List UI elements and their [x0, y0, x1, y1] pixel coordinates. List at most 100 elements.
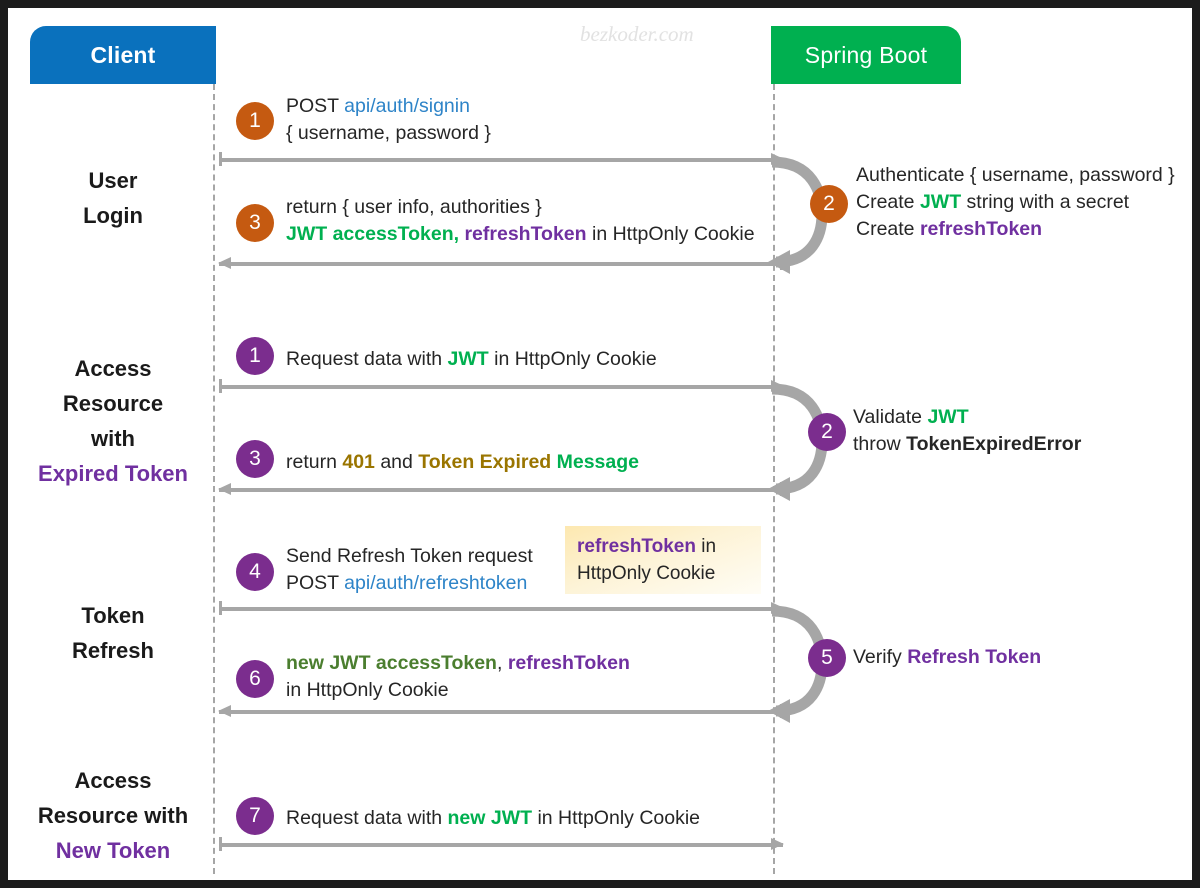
- step-badge-1-request-data[interactable]: 1: [236, 337, 274, 375]
- callout-refresh-token: refreshToken: [577, 536, 696, 557]
- message-post-signin-method: POST: [286, 95, 345, 117]
- step-badge-3-return-401-num: 3: [249, 447, 261, 470]
- actor-spring-boot[interactable]: Spring Boot: [771, 26, 961, 84]
- phase-refresh-line1: Token: [81, 603, 145, 628]
- step-badge-1-signin[interactable]: 1: [236, 102, 274, 140]
- arrow-server-to-client-new-tokens: [218, 704, 783, 718]
- message-request-new-prefix: Request data with: [286, 807, 448, 829]
- lifeline-spring-boot: [773, 84, 775, 874]
- arrow-shaft: [219, 607, 783, 611]
- message-verify-refresh-target: Refresh Token: [907, 646, 1042, 668]
- lifeline-client: [213, 84, 215, 874]
- message-post-signin: POST api/auth/signin { username, passwor…: [286, 93, 491, 147]
- arrow-client-to-server-refresh: [219, 601, 784, 615]
- message-return-401: return 401 and Token Expired Message: [286, 449, 639, 476]
- message-request-new-jwt-token: new JWT: [447, 807, 533, 829]
- actor-client[interactable]: Client: [30, 26, 216, 84]
- message-login-cookie: in HttpOnly Cookie: [586, 223, 755, 245]
- phase-new-line2: Resource with: [37, 803, 189, 828]
- watermark-bezkoder: bezkoder.com: [580, 22, 694, 46]
- step-badge-2-validate-jwt[interactable]: 2: [808, 413, 846, 451]
- arrow-shaft: [219, 158, 783, 162]
- step-badge-1-request-data-num: 1: [249, 344, 261, 367]
- arrow-server-to-client-login: [218, 256, 783, 270]
- step-badge-3-login-return[interactable]: 3: [236, 204, 274, 242]
- message-authenticate: Authenticate { username, password } Crea…: [856, 162, 1175, 243]
- message-validate-prefix: Validate: [853, 406, 928, 428]
- message-new-tokens-line1: new JWT accessToken, refreshToken: [286, 650, 630, 677]
- message-send-refresh-line1: Send Refresh Token request: [286, 545, 533, 567]
- message-refresh-url: api/auth/refreshtoken: [344, 572, 528, 594]
- message-throw-prefix: throw: [853, 433, 907, 455]
- message-request-new-suffix: in HttpOnly Cookie: [532, 807, 701, 829]
- actor-spring-boot-label: Spring Boot: [804, 41, 928, 68]
- message-create-jwt-suffix: string with a secret: [961, 191, 1130, 213]
- message-login-access-token: JWT accessToken,: [286, 223, 460, 245]
- message-verify-prefix: Verify: [853, 646, 908, 668]
- arrow-shaft: [219, 710, 783, 714]
- message-create-jwt-token: JWT: [919, 191, 962, 213]
- callout-line1: refreshToken in: [577, 533, 761, 560]
- callout-refresh-token-cookie: refreshToken in HttpOnly Cookie: [565, 526, 761, 594]
- callout-line2: HttpOnly Cookie: [577, 563, 716, 584]
- message-request-data-jwt: Request data with JWT in HttpOnly Cookie: [286, 346, 657, 373]
- arrow-client-to-server-signin: [219, 152, 784, 166]
- arrow-shaft: [219, 843, 783, 847]
- phase-expired-line4: Expired Token: [38, 461, 188, 486]
- message-request-data-new-jwt: Request data with new JWT in HttpOnly Co…: [286, 805, 700, 832]
- phase-new-line1: Access: [74, 768, 152, 793]
- message-create-refresh-token: refreshToken: [919, 218, 1043, 240]
- message-create-refresh-prefix: Create: [856, 218, 920, 240]
- phase-refresh-line2: Refresh: [72, 638, 154, 663]
- step-badge-5-verify-refresh[interactable]: 5: [808, 639, 846, 677]
- message-new-refresh-token: refreshToken: [507, 652, 630, 674]
- step-badge-2-authenticate-num: 2: [823, 192, 835, 215]
- message-login-refresh-token: refreshToken: [459, 223, 587, 245]
- step-badge-3-return-401[interactable]: 3: [236, 440, 274, 478]
- message-new-tokens: new JWT accessToken, refreshToken in Htt…: [286, 650, 630, 704]
- step-badge-6-new-tokens-num: 6: [249, 667, 261, 690]
- arrow-shaft: [219, 488, 783, 492]
- message-expired-message-word: Message: [551, 451, 640, 473]
- arrow-shaft: [219, 262, 783, 266]
- message-status-401: 401: [342, 451, 375, 473]
- phase-expired-line1: Access: [74, 356, 152, 381]
- step-badge-4-refresh-request[interactable]: 4: [236, 553, 274, 591]
- phase-expired-line2: Resource: [62, 391, 164, 416]
- message-authenticate-line3: Create refreshToken: [856, 216, 1175, 243]
- callout-in: in: [695, 536, 717, 557]
- message-verify-refresh-token: Verify Refresh Token: [853, 644, 1041, 671]
- message-return-401-line1: return 401 and Token Expired Message: [286, 449, 639, 476]
- step-badge-1-signin-num: 1: [249, 109, 261, 132]
- step-badge-7-request-new-jwt[interactable]: 7: [236, 797, 274, 835]
- phase-label-access-expired-token: Access Resource with Expired Token: [13, 351, 213, 491]
- message-post-signin-line1: POST api/auth/signin: [286, 93, 491, 120]
- phase-label-access-new-token: Access Resource with New Token: [13, 763, 213, 868]
- message-login-return-line2: JWT accessToken, refreshToken in HttpOnl…: [286, 221, 755, 248]
- message-post-signin-url: api/auth/signin: [344, 95, 470, 117]
- phase-new-line4: New Token: [55, 838, 171, 863]
- actor-client-label: Client: [90, 41, 156, 68]
- message-authenticate-line2: Create JWT string with a secret: [856, 189, 1175, 216]
- step-badge-2-authenticate[interactable]: 2: [810, 185, 848, 223]
- step-badge-6-new-tokens[interactable]: 6: [236, 660, 274, 698]
- message-request-data-jwt-line1: Request data with JWT in HttpOnly Cookie: [286, 346, 657, 373]
- arrow-server-to-client-401: [218, 482, 783, 496]
- phase-label-token-refresh: Token Refresh: [13, 598, 213, 668]
- message-token-expired: Token Expired: [418, 451, 552, 473]
- message-login-return: return { user info, authorities } JWT ac…: [286, 194, 755, 248]
- message-authenticate-line1: Authenticate { username, password }: [856, 164, 1175, 186]
- message-create-jwt-prefix: Create: [856, 191, 920, 213]
- message-return-prefix: return: [286, 451, 343, 473]
- message-validate-jwt-line2: throw TokenExpiredError: [853, 431, 1081, 458]
- arrow-head: [771, 838, 784, 850]
- step-badge-2-validate-jwt-num: 2: [821, 420, 833, 443]
- arrow-head: [218, 257, 231, 269]
- message-refresh-method: POST: [286, 572, 345, 594]
- arrow-client-to-server-request: [219, 379, 784, 393]
- step-badge-5-verify-refresh-num: 5: [821, 646, 833, 669]
- message-request-data-prefix: Request data with: [286, 348, 448, 370]
- arrow-head: [218, 705, 231, 717]
- message-new-tokens-line2: in HttpOnly Cookie: [286, 679, 449, 701]
